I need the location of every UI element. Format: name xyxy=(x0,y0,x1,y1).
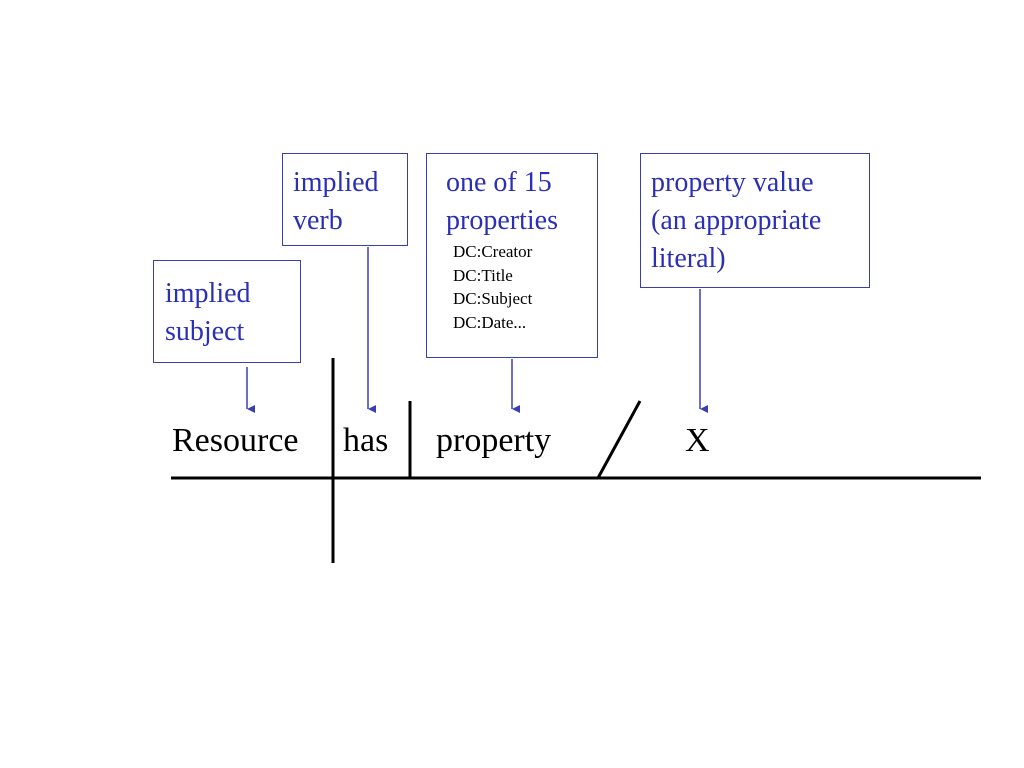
property-value-label: property value (an appropriate literal) xyxy=(651,167,822,274)
implied-subject-box: implied subject xyxy=(153,260,301,363)
properties-label: one of 15 properties xyxy=(446,167,558,236)
subject-word: Resource xyxy=(172,422,299,459)
implied-verb-box: implied verb xyxy=(282,153,408,246)
properties-box: one of 15 properties DC:Creator DC:Title… xyxy=(426,153,598,358)
property-value-box: property value (an appropriate literal) xyxy=(640,153,870,288)
property-examples: DC:Creator DC:Title DC:Subject DC:Date..… xyxy=(453,242,533,332)
object-word: property xyxy=(436,422,552,459)
verb-word: has xyxy=(343,422,389,459)
implied-verb-label: implied verb xyxy=(293,167,379,236)
value-word: X xyxy=(685,422,710,459)
implied-subject-label: implied subject xyxy=(165,278,251,347)
complement-slash xyxy=(596,400,642,479)
